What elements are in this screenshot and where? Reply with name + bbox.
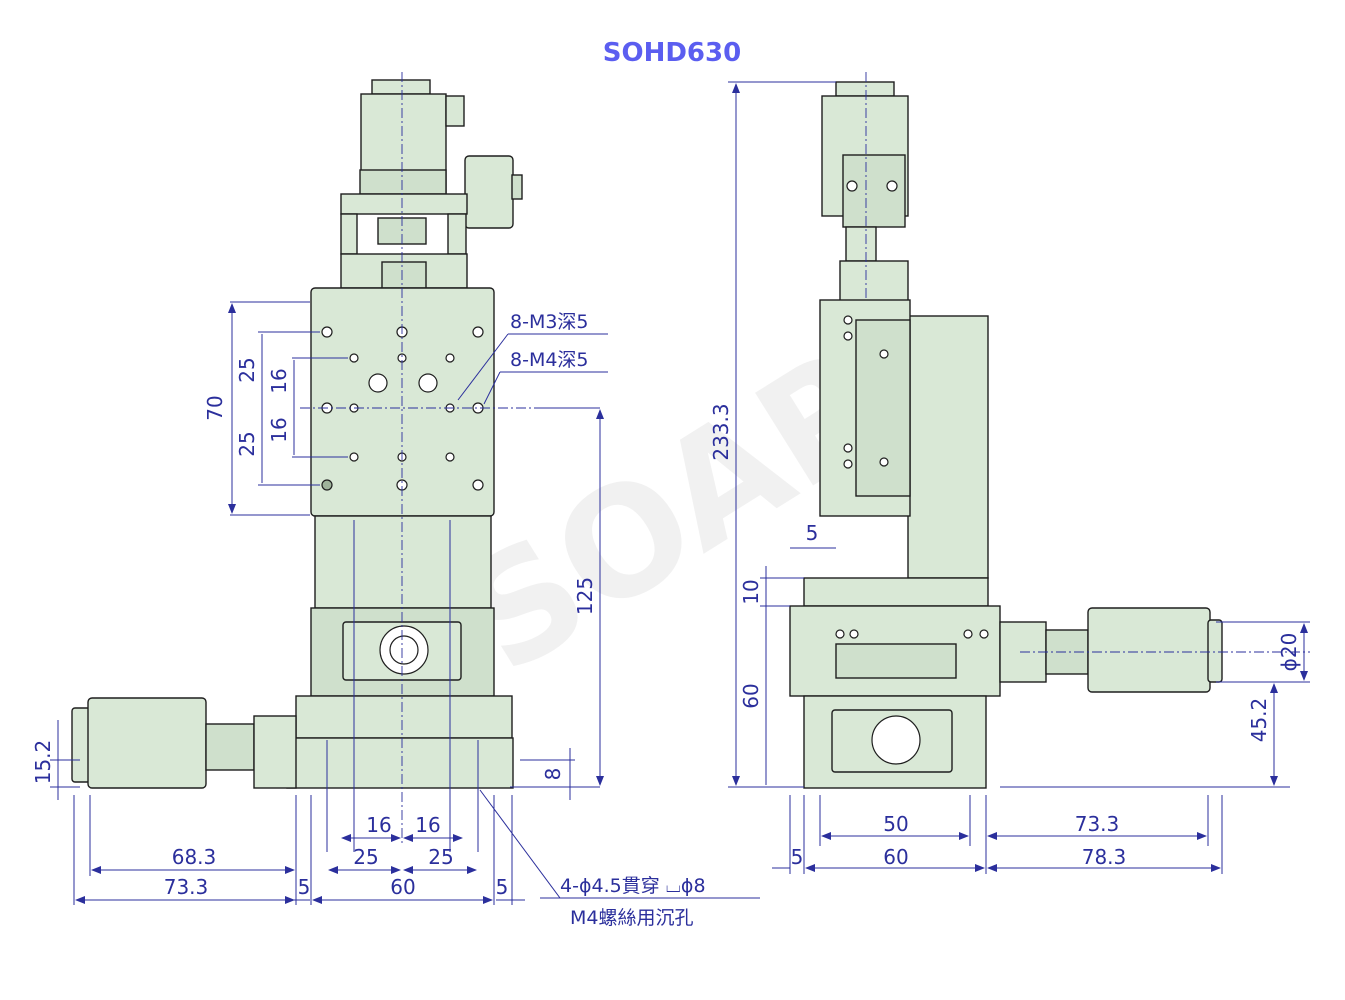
- front-shaft-nut: [381, 261, 427, 289]
- front-x-motor-flange: [205, 723, 255, 771]
- side-upper-body: [839, 260, 909, 302]
- front-motor-cap: [371, 79, 431, 95]
- side-dimension-labels: 233.3 5 10 60 ϕ20 45.2 50 73.3 5 60 78.3: [709, 403, 1301, 869]
- front-vertical-column: [314, 515, 492, 609]
- dim-16-lower: 16: [267, 417, 291, 442]
- front-dimension-labels: 70 25 16 16 25 125 8 15.2 16 16 25 25 68…: [31, 311, 706, 929]
- front-sensor-box: [464, 155, 514, 229]
- front-view: [71, 72, 590, 846]
- dim-25-left: 25: [353, 845, 378, 869]
- dim-16-right: 16: [415, 813, 440, 837]
- side-column-foot: [803, 577, 989, 607]
- dim-5-side-bottom: 5: [791, 845, 804, 869]
- side-upright-column: [907, 315, 989, 579]
- dim-25-right: 25: [428, 845, 453, 869]
- dim-10: 10: [739, 579, 763, 604]
- dim-73-3-side: 73.3: [1075, 812, 1120, 836]
- dim-50: 50: [883, 812, 908, 836]
- front-x-stage-top: [295, 695, 513, 739]
- front-motor-plate: [359, 169, 447, 195]
- side-lower-bore: [871, 715, 921, 765]
- callout-counterbore: M4螺絲用沉孔: [570, 907, 693, 929]
- dim-78-3: 78.3: [1082, 845, 1127, 869]
- front-bracket-left: [340, 213, 358, 255]
- dim-125: 125: [573, 577, 597, 615]
- dim-8: 8: [541, 768, 565, 781]
- dim-60-side: 60: [883, 845, 908, 869]
- front-x-stage-base: [286, 737, 514, 789]
- front-bracket-top: [340, 193, 468, 215]
- side-dimensions: [728, 81, 1310, 874]
- front-bracket-right: [447, 213, 467, 255]
- callout-through-hole: 4-ϕ4.5貫穿 ⌴ϕ8: [560, 875, 706, 897]
- dim-70: 70: [203, 395, 227, 420]
- front-x-motor-coupler: [253, 715, 297, 789]
- dim-5-left: 5: [298, 875, 311, 899]
- front-x-motor-body: [87, 697, 207, 789]
- dim-60: 60: [390, 875, 415, 899]
- dim-25-upper: 25: [235, 357, 259, 382]
- side-x-motor-cap: [1207, 619, 1223, 683]
- dim-16-left: 16: [366, 813, 391, 837]
- side-motor-cap: [835, 81, 895, 97]
- side-shaft-block: [845, 226, 877, 262]
- front-connector: [445, 95, 465, 127]
- dim-phi-20: ϕ20: [1277, 633, 1301, 672]
- front-table-holes: [321, 326, 484, 491]
- drawing-title: SOHD630: [603, 38, 741, 68]
- side-x-motor-body: [1087, 607, 1211, 693]
- dim-60-side-vertical: 60: [739, 683, 763, 708]
- dim-16-upper: 16: [267, 368, 291, 393]
- side-carriage-rail: [855, 319, 911, 497]
- dim-233-3: 233.3: [709, 403, 733, 460]
- dim-73-3: 73.3: [164, 875, 209, 899]
- dim-5-right: 5: [496, 875, 509, 899]
- front-carriage-bore-inner: [389, 635, 419, 665]
- dim-25-lower: 25: [235, 431, 259, 456]
- callout-m3: 8-M3深5: [510, 311, 589, 333]
- dim-5-side-top: 5: [806, 521, 819, 545]
- front-sensor-knob: [511, 174, 523, 200]
- dim-68-3: 68.3: [172, 845, 217, 869]
- side-view: [789, 72, 1310, 789]
- side-middle-rail: [835, 643, 957, 679]
- callout-m4: 8-M4深5: [510, 349, 589, 371]
- dim-15-2: 15.2: [31, 740, 55, 785]
- front-dimensions: [50, 301, 760, 905]
- dim-45-2: 45.2: [1247, 698, 1271, 743]
